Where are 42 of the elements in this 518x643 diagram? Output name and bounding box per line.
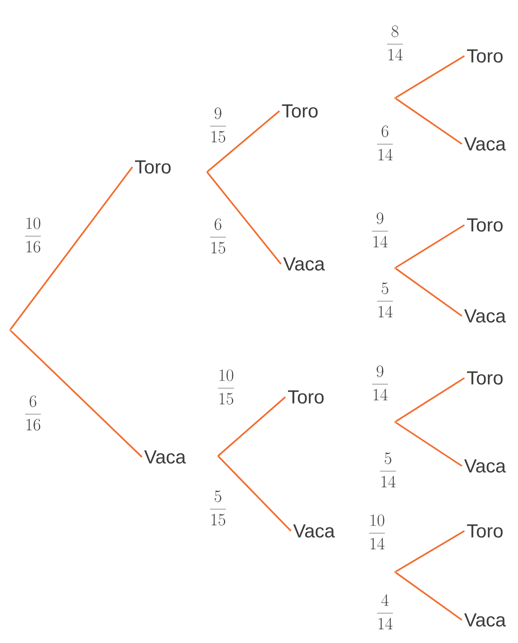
outcome-label: Toro — [467, 218, 503, 232]
branch-line — [395, 572, 462, 621]
branch-line — [206, 172, 282, 264]
probability-fraction: $\frac{5}{14}$ — [377, 282, 393, 318]
branch-line — [206, 110, 280, 173]
probability-fraction: $\frac{9}{14}$ — [372, 365, 388, 400]
outcome-label: Vaca — [464, 309, 506, 323]
branch-line — [395, 422, 462, 467]
outcome-label: Vaca — [464, 137, 506, 151]
outcome-label: Vaca — [144, 450, 186, 464]
outcome-label: Toro — [467, 371, 503, 385]
outcome-label: Vaca — [283, 257, 325, 271]
branch-line — [395, 224, 465, 268]
outcome-label: Toro — [467, 524, 503, 538]
branch-line — [217, 455, 292, 532]
outcome-label: Toro — [288, 390, 324, 404]
probability-fraction: $\frac{10}{15}$ — [218, 369, 234, 405]
probability-fraction: $\frac{8}{14}$ — [387, 25, 403, 60]
branch-line — [10, 166, 134, 330]
branch-line — [217, 396, 286, 457]
outcome-label: Vaca — [293, 524, 335, 538]
outcome-label: Toro — [282, 104, 318, 118]
probability-fraction: $\frac{9}{14}$ — [372, 212, 388, 248]
probability-fraction: $\frac{5}{14}$ — [380, 452, 396, 488]
probability-fraction: $\frac{4}{14}$ — [377, 594, 393, 630]
probability-fraction: $\frac{10}{14}$ — [369, 514, 385, 550]
outcome-label: Toro — [467, 49, 503, 63]
branch-line — [395, 530, 465, 572]
branch-line — [10, 330, 142, 458]
probability-fraction: $\frac{6}{15}$ — [210, 218, 226, 254]
branch-line — [395, 268, 462, 317]
branch-line — [395, 98, 462, 145]
probability-fraction: $\frac{10}{16}$ — [25, 217, 41, 253]
probability-fraction: $\frac{9}{15}$ — [210, 107, 226, 143]
probability-fraction: $\frac{6}{16}$ — [25, 395, 41, 431]
branch-line — [395, 55, 465, 98]
outcome-label: Vaca — [464, 613, 506, 627]
probability-fraction: $\frac{6}{14}$ — [377, 125, 393, 160]
branch-line — [395, 377, 465, 422]
probability-fraction: $\frac{5}{15}$ — [210, 490, 226, 526]
outcome-label: Vaca — [464, 459, 506, 473]
outcome-label: Toro — [135, 160, 171, 174]
